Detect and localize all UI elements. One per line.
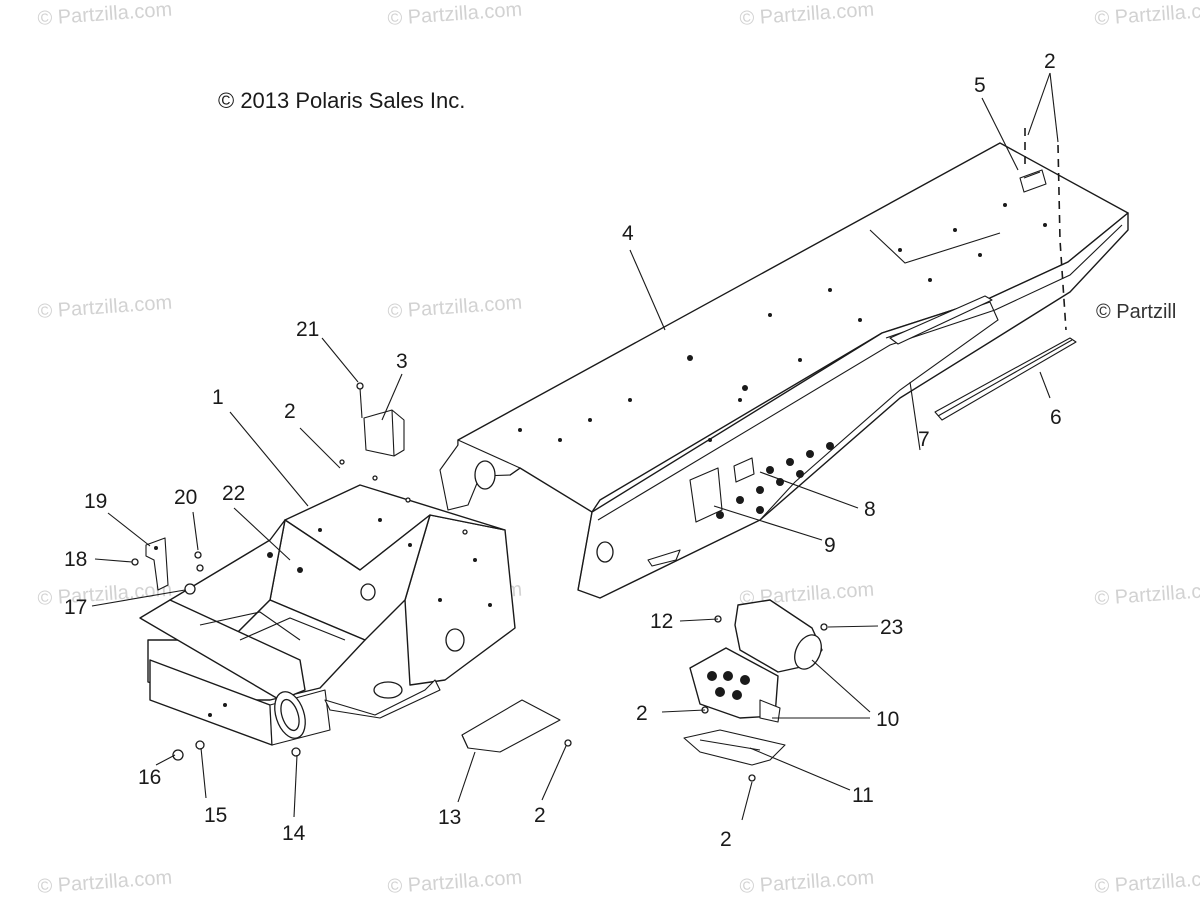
callout-label-4: 4: [622, 222, 634, 245]
watermark: © Partzilla.com: [37, 579, 173, 610]
callout-label-2: 2: [720, 828, 732, 851]
mount-bracket-part-3: [356, 382, 405, 457]
watermark: © Partzilla.com: [37, 0, 173, 30]
callout-label-13: 13: [438, 806, 461, 829]
callout-label-9: 9: [824, 534, 836, 557]
watermark-edge: © Partzill: [1096, 301, 1176, 323]
watermark: © Partzilla.com: [37, 867, 173, 898]
callout-label-22: 22: [222, 482, 245, 505]
watermark: © Partzilla.com: [387, 0, 523, 30]
callout-labels: 1 2 2 2 2 2 3 4 5 6 7 8 9 10 11 12 13 14…: [64, 50, 1062, 851]
callout-label-17: 17: [64, 596, 87, 619]
callout-label-2: 2: [534, 804, 546, 827]
rear-bumper-bracket-part-5: [1019, 128, 1067, 331]
callout-label-21: 21: [296, 318, 319, 341]
watermark: © Partzilla.com: [1094, 579, 1200, 610]
callout-label-20: 20: [174, 486, 197, 509]
watermark: © Partzilla.com: [1094, 0, 1200, 30]
callout-label-2: 2: [284, 400, 296, 423]
callout-label-23: 23: [880, 616, 903, 639]
callout-label-5: 5: [974, 74, 986, 97]
callout-label-18: 18: [64, 548, 87, 571]
bracket-part-19: [145, 537, 169, 591]
callout-label-16: 16: [138, 766, 161, 789]
watermark: © Partzilla.com: [1094, 867, 1200, 898]
callout-label-15: 15: [204, 804, 227, 827]
callout-label-10: 10: [876, 708, 899, 731]
tunnel-part-4: [439, 142, 1129, 599]
leader-lines: [91, 72, 1059, 821]
watermark: © Partzilla.com: [37, 292, 173, 323]
callout-label-1: 1: [212, 386, 224, 409]
plate-part-13: [461, 699, 561, 753]
bulkhead-part-1: [139, 484, 516, 746]
callout-label-11: 11: [852, 784, 874, 807]
watermark: © Partzilla.com: [387, 292, 523, 323]
callout-label-12: 12: [650, 610, 673, 633]
watermark: © Partzilla.com: [739, 0, 875, 30]
callout-label-2: 2: [636, 702, 648, 725]
callout-label-14: 14: [282, 822, 306, 845]
callout-label-19: 19: [84, 490, 107, 513]
callout-label-7: 7: [918, 428, 930, 451]
fasteners: [131, 459, 828, 782]
callout-label-8: 8: [864, 498, 876, 521]
copyright-notice: © 2013 Polaris Sales Inc.: [218, 88, 465, 113]
callout-label-6: 6: [1050, 406, 1062, 429]
callout-label-2: 2: [1044, 50, 1056, 73]
callout-label-3: 3: [396, 350, 408, 373]
watermark: © Partzilla.com: [387, 867, 523, 898]
rail-strip-part-6: [934, 337, 1077, 421]
watermark: © Partzilla.com: [739, 867, 875, 898]
bracket-part-11: [683, 729, 786, 766]
exhaust-shield-part-10: [689, 599, 823, 723]
